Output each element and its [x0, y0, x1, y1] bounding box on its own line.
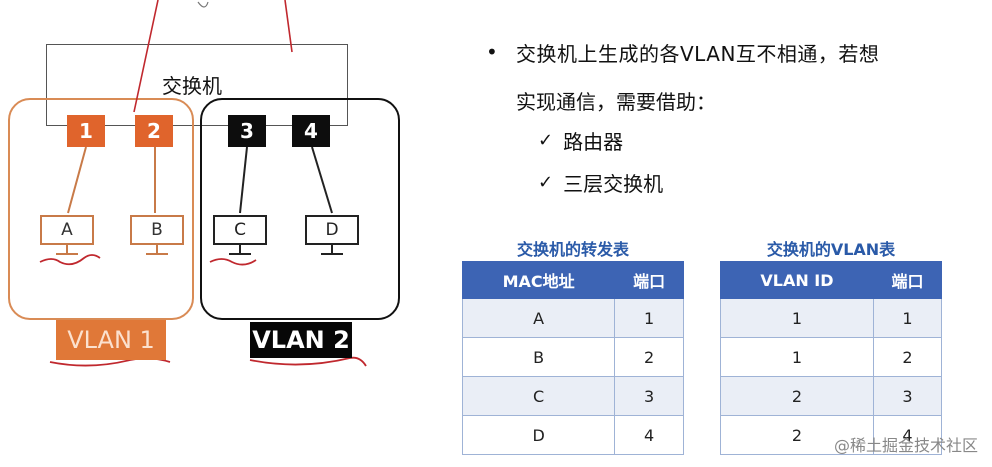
cable-3-c: [239, 146, 248, 214]
table-cell: 1: [614, 298, 684, 338]
underline-a: [39, 254, 101, 266]
option-l3-switch: ✓ 三层交换机: [538, 168, 663, 197]
table-row: A 1: [461, 298, 684, 338]
host-a-base: [56, 253, 78, 255]
table-cell: 1: [720, 298, 874, 338]
switch-box: [46, 44, 348, 126]
host-d-stand: [331, 245, 333, 253]
annotation-stroke: [133, 0, 159, 113]
table-cell: 2: [872, 337, 943, 377]
host-c-base: [229, 253, 251, 255]
underline-c: [209, 258, 257, 266]
switch-label: 交换机: [162, 74, 222, 98]
bullet-text-line2: 实现通信，需要借助：: [516, 90, 716, 114]
table-cell: D: [461, 415, 616, 455]
vlan2-group: [200, 98, 400, 320]
column-header: VLAN ID: [720, 261, 874, 299]
forwarding-table-caption: 交换机的转发表: [516, 240, 629, 259]
watermark: @稀土掘金技术社区: [833, 436, 978, 455]
table-cell: 4: [614, 415, 684, 455]
cable-4-d: [311, 146, 333, 214]
host-a-monitor: A: [40, 215, 94, 245]
table-cell: 3: [614, 376, 684, 416]
table-row: C 3: [461, 376, 684, 416]
column-header: 端口: [614, 261, 684, 299]
column-header: MAC地址: [461, 261, 616, 299]
table-cell: C: [461, 376, 616, 416]
check-icon: ✓: [538, 130, 554, 151]
underline-vlan2: [249, 356, 367, 367]
option-label: 三层交换机: [563, 172, 664, 196]
diagram-lines: [39, 0, 367, 367]
port-1: 1: [67, 115, 105, 147]
option-router: ✓ 路由器: [538, 126, 623, 155]
bullet-text-line1: 交换机上生成的各VLAN互不相通，若想: [516, 42, 880, 66]
host-a-stand: [66, 245, 68, 253]
cable-1-a: [67, 146, 87, 214]
table-cell: 4: [872, 415, 943, 455]
table-row: 1 1: [720, 298, 943, 338]
table-row: 1 2: [720, 337, 943, 377]
table-cell: 1: [720, 337, 874, 377]
vlan2-label: VLAN 2: [250, 322, 352, 358]
host-d-base: [321, 253, 343, 255]
vlan1-label: VLAN 1: [56, 320, 166, 360]
host-b-stand: [156, 245, 158, 253]
table-cell: 1: [872, 298, 943, 338]
host-c-monitor: C: [213, 215, 267, 245]
port-4: 4: [292, 115, 330, 147]
annotation-stroke: [284, 0, 293, 53]
table-row: 2 4: [720, 415, 943, 455]
table-row: B 2: [461, 337, 684, 377]
table-row: D 4: [461, 415, 684, 455]
port-2: 2: [135, 115, 173, 147]
table-cell: 2: [614, 337, 684, 377]
port-3: 3: [228, 115, 266, 147]
host-b-monitor: B: [130, 215, 184, 245]
forwarding-table: MAC地址 端口 A 1 B 2 C 3 D 4: [461, 261, 684, 455]
annotation-stroke: [197, 1, 209, 8]
host-d-monitor: D: [305, 215, 359, 245]
vlan-table: VLAN ID 端口 1 1 1 2 2 3 2 4: [720, 261, 943, 455]
table-cell: A: [461, 298, 616, 338]
table-row: 2 3: [720, 376, 943, 416]
table-header-row: MAC地址 端口: [461, 261, 684, 299]
host-c-stand: [239, 245, 241, 253]
table-cell: 2: [720, 376, 874, 416]
check-icon: ✓: [538, 172, 554, 193]
option-label: 路由器: [563, 130, 624, 154]
bullet-marker: •: [486, 40, 498, 64]
table-header-row: VLAN ID 端口: [720, 261, 943, 299]
vlan-table-caption: 交换机的VLAN表: [766, 240, 896, 259]
table-cell: 2: [720, 415, 874, 455]
table-cell: 3: [872, 376, 943, 416]
table-cell: B: [461, 337, 616, 377]
column-header: 端口: [872, 261, 943, 299]
vlan1-group: [8, 98, 194, 320]
host-b-base: [146, 253, 168, 255]
